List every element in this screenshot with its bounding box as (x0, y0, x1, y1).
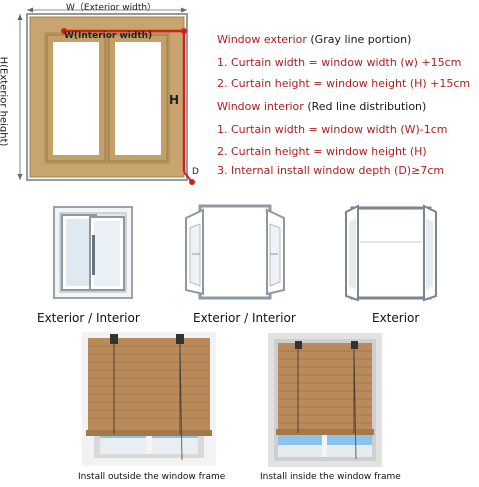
interior-rule-height: 2. Curtain height = window height (H) (217, 145, 427, 158)
exterior-height-label: H(Exterior height) (0, 56, 9, 147)
exterior-title: Window exterior (Gray line portion) (217, 33, 412, 46)
window-caption-1: Exterior / Interior (37, 311, 140, 325)
interior-rule-depth: 3. Internal install window depth (D)≥7cm (217, 164, 445, 177)
interior-title: Window interior (Red line distribution) (217, 100, 427, 113)
install-inside-caption: Install inside the window frame (260, 472, 401, 482)
outward-window-illustration (345, 204, 437, 302)
depth-label: D (192, 167, 199, 177)
interior-height-label: H (169, 93, 180, 107)
window-caption-3: Exterior (372, 311, 420, 325)
sliding-window-illustration (53, 206, 133, 299)
install-inside-photo (268, 333, 382, 467)
exterior-rule-height: 2. Curtain height = window height (H) +1… (217, 77, 471, 90)
interior-width-label: W(Interior width) (64, 31, 153, 41)
window-dimension-diagram (17, 7, 195, 185)
install-outside-photo (82, 332, 216, 466)
install-outside-caption: Install outside the window frame (78, 472, 226, 482)
casement-window-illustration (185, 204, 285, 300)
exterior-width-label: W（Exterior width） (66, 3, 157, 13)
window-caption-2: Exterior / Interior (193, 311, 296, 325)
exterior-rule-width: 1. Curtain width = window width (w) +15c… (217, 56, 462, 69)
interior-rule-width: 1. Curtain width = window width (W)-1cm (217, 123, 448, 136)
